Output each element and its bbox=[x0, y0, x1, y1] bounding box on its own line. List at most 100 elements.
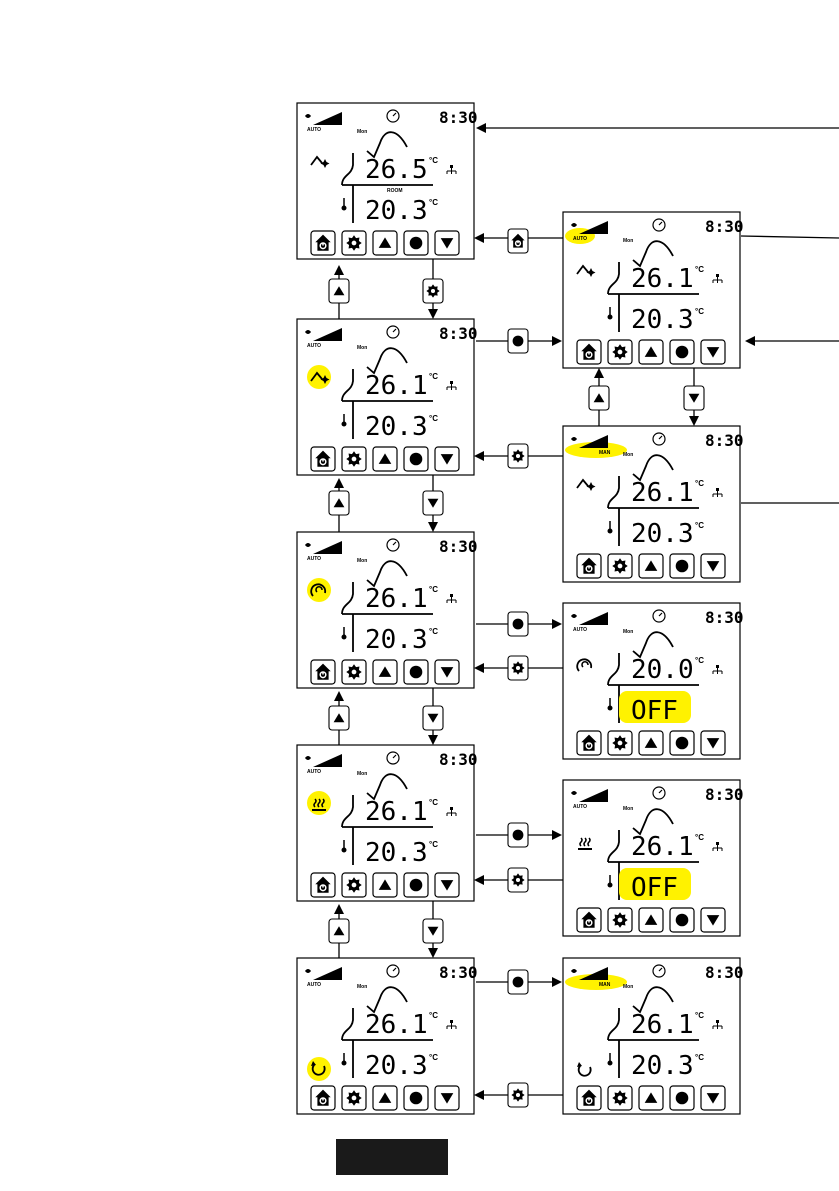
screen-home-button[interactable] bbox=[311, 873, 335, 897]
connector-up-button[interactable] bbox=[329, 279, 349, 303]
screen-up-button[interactable] bbox=[373, 231, 397, 255]
fan-mode-label: AUTO bbox=[307, 127, 321, 133]
thermostat-screen: AUTO8:30Mon26.5°CROOM20.3°C bbox=[297, 103, 478, 259]
screen-settings-button[interactable] bbox=[608, 1086, 632, 1110]
connector-down-button[interactable] bbox=[684, 386, 704, 410]
setpoint-unit: °C bbox=[429, 627, 438, 636]
screen-up-button[interactable] bbox=[639, 1086, 663, 1110]
connector-ok-button[interactable] bbox=[508, 970, 528, 994]
connector-home-button[interactable] bbox=[508, 229, 528, 253]
screen-home-button[interactable] bbox=[311, 1086, 335, 1110]
settings-icon bbox=[346, 1090, 361, 1105]
connector-up-button[interactable] bbox=[329, 706, 349, 730]
ok-icon bbox=[410, 237, 423, 250]
screen-up-button[interactable] bbox=[639, 340, 663, 364]
screen-up-button[interactable] bbox=[373, 1086, 397, 1110]
screen-settings-button[interactable] bbox=[342, 873, 366, 897]
connector-up-button[interactable] bbox=[329, 491, 349, 515]
screen-up-button[interactable] bbox=[373, 660, 397, 684]
screen-home-button[interactable] bbox=[577, 731, 601, 755]
screen-down-button[interactable] bbox=[435, 1086, 459, 1110]
screen-ok-button[interactable] bbox=[404, 660, 428, 684]
ok-icon bbox=[513, 336, 524, 347]
settings-icon bbox=[612, 344, 627, 359]
screen-settings-button[interactable] bbox=[342, 231, 366, 255]
footer-bar bbox=[336, 1139, 448, 1175]
screen-home-button[interactable] bbox=[577, 1086, 601, 1110]
connector-settings-button[interactable] bbox=[508, 656, 528, 680]
screen-down-button[interactable] bbox=[701, 908, 725, 932]
screen-down-button[interactable] bbox=[435, 447, 459, 471]
day-label: Mon bbox=[623, 806, 633, 812]
screen-settings-button[interactable] bbox=[608, 731, 632, 755]
screen-ok-button[interactable] bbox=[404, 1086, 428, 1110]
screen-down-button[interactable] bbox=[435, 231, 459, 255]
screen-home-button[interactable] bbox=[311, 447, 335, 471]
time-display: 8:30 bbox=[439, 537, 478, 556]
ok-icon bbox=[410, 453, 423, 466]
setpoint-unit: °C bbox=[429, 840, 438, 849]
temperature-unit: °C bbox=[695, 833, 704, 842]
connector-ok-button[interactable] bbox=[508, 823, 528, 847]
screen-home-button[interactable] bbox=[311, 660, 335, 684]
screen-home-button[interactable] bbox=[311, 231, 335, 255]
setpoint-value: 20.3 bbox=[365, 1051, 428, 1081]
screen-down-button[interactable] bbox=[435, 873, 459, 897]
connector-settings-button[interactable] bbox=[508, 444, 528, 468]
screen-up-button[interactable] bbox=[639, 554, 663, 578]
screen-home-button[interactable] bbox=[577, 340, 601, 364]
screen-ok-button[interactable] bbox=[404, 447, 428, 471]
screen-settings-button[interactable] bbox=[608, 340, 632, 364]
screen-down-button[interactable] bbox=[435, 660, 459, 684]
settings-icon bbox=[612, 1090, 627, 1105]
temperature-unit: °C bbox=[429, 798, 438, 807]
screen-down-button[interactable] bbox=[701, 554, 725, 578]
screen-settings-button[interactable] bbox=[342, 447, 366, 471]
screen-down-button[interactable] bbox=[701, 731, 725, 755]
connector-ok-button[interactable] bbox=[508, 329, 528, 353]
setpoint-value: 20.3 bbox=[365, 838, 428, 868]
screen-ok-button[interactable] bbox=[670, 340, 694, 364]
screen-settings-button[interactable] bbox=[342, 1086, 366, 1110]
connector-ok-button[interactable] bbox=[508, 612, 528, 636]
screen-ok-button[interactable] bbox=[670, 1086, 694, 1110]
screen-down-button[interactable] bbox=[701, 340, 725, 364]
setpoint-value: 20.3 bbox=[631, 305, 694, 335]
connector-settings-button[interactable] bbox=[423, 279, 443, 303]
screen-settings-button[interactable] bbox=[342, 660, 366, 684]
screen-home-button[interactable] bbox=[577, 554, 601, 578]
ok-icon bbox=[676, 560, 689, 573]
settings-icon bbox=[346, 877, 361, 892]
ok-icon bbox=[513, 977, 524, 988]
setpoint-unit: °C bbox=[429, 1053, 438, 1062]
screen-up-button[interactable] bbox=[639, 908, 663, 932]
temperature-unit: °C bbox=[429, 1011, 438, 1020]
connector-down-button[interactable] bbox=[423, 706, 443, 730]
temperature-unit: °C bbox=[429, 156, 438, 165]
connector-settings-button[interactable] bbox=[508, 1083, 528, 1107]
screen-ok-button[interactable] bbox=[404, 873, 428, 897]
screen-settings-button[interactable] bbox=[608, 908, 632, 932]
screen-ok-button[interactable] bbox=[670, 731, 694, 755]
screen-ok-button[interactable] bbox=[670, 908, 694, 932]
connector-settings-button[interactable] bbox=[508, 868, 528, 892]
screen-up-button[interactable] bbox=[373, 447, 397, 471]
setpoint-value: 20.3 bbox=[365, 625, 428, 655]
current-temperature: 26.1 bbox=[365, 584, 428, 614]
connector-down-button[interactable] bbox=[423, 919, 443, 943]
connector-down-button[interactable] bbox=[423, 491, 443, 515]
screen-ok-button[interactable] bbox=[670, 554, 694, 578]
connector-up-button[interactable] bbox=[589, 386, 609, 410]
temperature-unit: °C bbox=[695, 265, 704, 274]
screen-up-button[interactable] bbox=[373, 873, 397, 897]
connector-up-button[interactable] bbox=[329, 919, 349, 943]
room-label: ROOM bbox=[387, 188, 403, 194]
screen-home-button[interactable] bbox=[577, 908, 601, 932]
screen-settings-button[interactable] bbox=[608, 554, 632, 578]
screen-up-button[interactable] bbox=[639, 731, 663, 755]
temperature-unit: °C bbox=[695, 656, 704, 665]
settings-icon bbox=[612, 912, 627, 927]
screen-ok-button[interactable] bbox=[404, 231, 428, 255]
screen-down-button[interactable] bbox=[701, 1086, 725, 1110]
